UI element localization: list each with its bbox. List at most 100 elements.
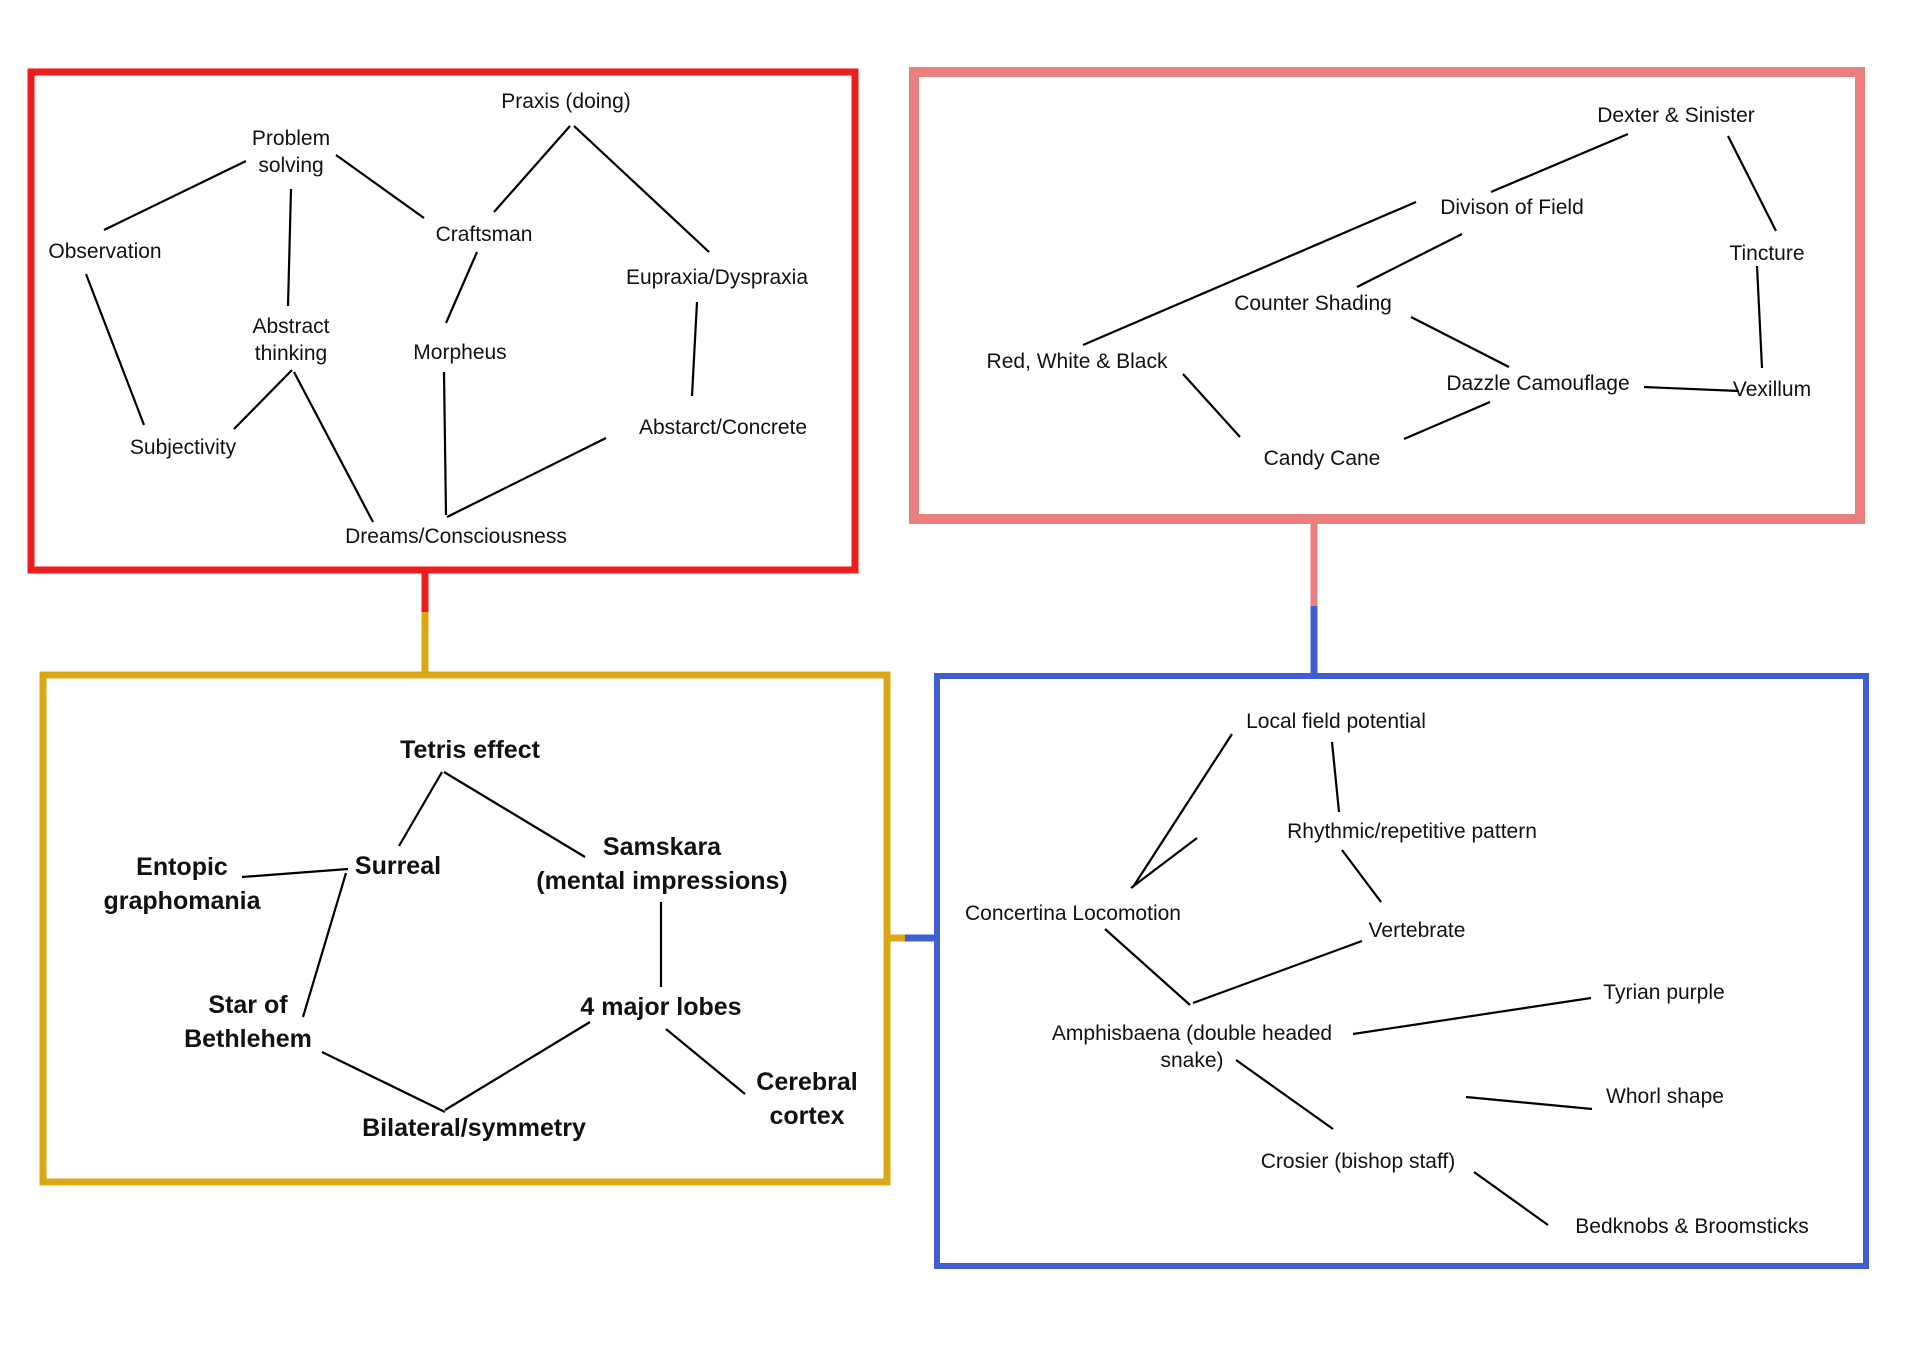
node-whorl: Whorl shape: [1606, 1085, 1724, 1108]
edge-local-to-rhythmic: [1330, 741, 1341, 813]
edge-tincture-to-vexillum: [1755, 265, 1764, 369]
edge-entopic-to-surreal: [241, 867, 349, 879]
node-problem-line-1: solving: [258, 154, 323, 177]
node-eupraxia: Eupraxia/Dyspraxia: [626, 266, 808, 289]
node-dexter: Dexter & Sinister: [1597, 104, 1755, 127]
node-counter: Counter Shading: [1234, 292, 1392, 315]
node-entopic-line-1: graphomania: [104, 887, 262, 915]
node-morpheus: Morpheus: [413, 341, 506, 364]
edge-vertebrate-to-amphisbaena: [1192, 939, 1363, 1005]
node-tyrian: Tyrian purple: [1603, 981, 1724, 1004]
panel-blue-nodes: Local field potentialRhythmic/repetitive…: [965, 710, 1809, 1238]
edge-lobes-to-cerebral: [665, 1028, 746, 1095]
node-star-line-0: Star of: [208, 991, 288, 1019]
node-tincture-line-0: Tincture: [1729, 242, 1804, 265]
node-tincture: Tincture: [1729, 242, 1804, 265]
node-crosier: Crosier (bishop staff): [1261, 1150, 1456, 1173]
node-local: Local field potential: [1246, 710, 1426, 733]
node-divison: Divison of Field: [1440, 196, 1584, 219]
node-abstract_thinking-line-0: Abstract: [252, 315, 329, 338]
node-cerebral: Cerebral cortex: [756, 1068, 857, 1130]
edge-rhythmic-to-vertebrate: [1341, 849, 1382, 903]
edge-problem-to-observation: [103, 160, 247, 231]
node-dreams-line-0: Dreams/Consciousness: [345, 525, 567, 548]
node-divison-line-0: Divison of Field: [1440, 196, 1584, 219]
edge-divison-to-counter: [1356, 233, 1463, 288]
edge-lobes-to-bilateral: [444, 1021, 591, 1111]
edge-concertina-to-rhythmic: [1130, 837, 1198, 889]
node-concertina-line-0: Concertina Locomotion: [965, 902, 1181, 925]
node-subjectivity: Subjectivity: [130, 436, 237, 459]
node-amphisbaena-line-1: snake): [1160, 1049, 1223, 1072]
edge-eupraxia-to-abstract_concrete: [690, 301, 699, 397]
node-local-line-0: Local field potential: [1246, 710, 1426, 733]
panel-connectors: [421, 519, 1318, 942]
edge-dazzle-to-vexillum: [1643, 385, 1740, 393]
edge-divison-to-rwb: [1082, 200, 1417, 347]
node-surreal: Surreal: [355, 852, 441, 880]
node-entopic-line-0: Entopic: [136, 853, 228, 881]
node-whorl-line-0: Whorl shape: [1606, 1085, 1724, 1108]
node-dazzle: Dazzle Camouflage: [1446, 372, 1629, 395]
edge-problem-to-craftsman: [335, 154, 425, 219]
node-rwb-line-0: Red, White & Black: [987, 350, 1168, 373]
node-lobes-line-0: 4 major lobes: [580, 993, 741, 1021]
node-dreams: Dreams/Consciousness: [345, 525, 567, 548]
panel-border-blue: [934, 673, 1869, 1269]
node-candy-line-0: Candy Cane: [1264, 447, 1381, 470]
edge-tetris-to-surreal: [398, 771, 443, 847]
edge-amphisbaena-to-tyrian: [1352, 996, 1592, 1036]
node-dazzle-line-0: Dazzle Camouflage: [1446, 372, 1629, 395]
edge-morpheus-to-dreams: [442, 371, 448, 516]
node-bedknobs-line-0: Bedknobs & Broomsticks: [1575, 1215, 1808, 1238]
node-cerebral-line-1: cortex: [769, 1102, 844, 1130]
edge-concertina-to-amphisbaena: [1104, 928, 1191, 1006]
node-rhythmic-line-0: Rhythmic/repetitive pattern: [1287, 820, 1537, 843]
node-eupraxia-line-0: Eupraxia/Dyspraxia: [626, 266, 808, 289]
node-lobes: 4 major lobes: [580, 993, 741, 1021]
edge-amphisbaena-to-crosier: [1235, 1059, 1334, 1130]
node-samskara-line-0: Samskara: [603, 833, 722, 861]
node-bilateral: Bilateral/symmetry: [362, 1114, 586, 1142]
edge-problem-to-abstract_thinking: [286, 188, 293, 307]
node-star-line-1: Bethlehem: [184, 1025, 312, 1053]
node-vertebrate: Vertebrate: [1369, 919, 1466, 942]
node-subjectivity-line-0: Subjectivity: [130, 436, 237, 459]
edge-rwb-to-candy: [1182, 373, 1241, 438]
node-abstract_concrete-line-0: Abstarct/Concrete: [639, 416, 807, 439]
node-vexillum: Vexillum: [1733, 378, 1811, 401]
node-samskara-line-1: (mental impressions): [536, 867, 787, 895]
node-tetris: Tetris effect: [400, 736, 541, 764]
node-rhythmic: Rhythmic/repetitive pattern: [1287, 820, 1537, 843]
node-cerebral-line-0: Cerebral: [756, 1068, 857, 1096]
panel-border-red: [27, 68, 859, 574]
panel-border-gold: [39, 671, 891, 1186]
node-praxis-line-0: Praxis (doing): [501, 90, 631, 113]
node-crosier-line-0: Crosier (bishop staff): [1261, 1150, 1456, 1173]
node-bedknobs: Bedknobs & Broomsticks: [1575, 1215, 1808, 1238]
edge-surreal-to-star: [301, 872, 348, 1018]
edge-local-to-concertina: [1132, 733, 1233, 888]
node-amphisbaena-line-0: Amphisbaena (double headed: [1052, 1022, 1332, 1045]
panel-red-edges: [84, 125, 710, 523]
edge-tetris-to-samskara: [443, 771, 586, 858]
node-concertina: Concertina Locomotion: [965, 902, 1181, 925]
node-tetris-line-0: Tetris effect: [400, 736, 541, 764]
panel-gold-edges: [241, 771, 746, 1113]
edge-crosier-to-bedknobs: [1473, 1171, 1549, 1226]
node-samskara: Samskara (mental impressions): [536, 833, 787, 895]
node-entopic: Entopic graphomania: [104, 853, 262, 915]
edge-abstract_thinking-to-subjectivity: [233, 369, 293, 430]
node-amphisbaena: Amphisbaena (double headed snake): [1052, 1022, 1332, 1072]
node-bilateral-line-0: Bilateral/symmetry: [362, 1114, 586, 1142]
edge-crosier-to-whorl: [1465, 1095, 1593, 1111]
node-rwb: Red, White & Black: [987, 350, 1168, 373]
edge-dexter-to-tincture: [1727, 135, 1777, 232]
